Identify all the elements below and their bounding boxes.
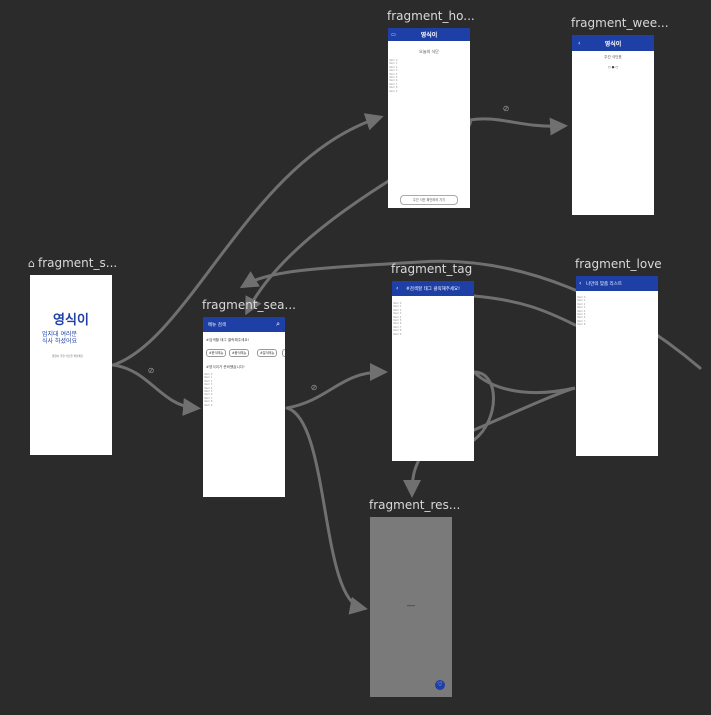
tag-chip[interactable]: #일식메뉴 <box>257 349 278 357</box>
fragment-love-title: fragment_love <box>575 257 662 271</box>
fragment-tag-title: fragment_tag <box>391 262 473 276</box>
splash-tagline: 엄지대 여러분 식사 하셨어요 <box>42 331 78 345</box>
back-icon[interactable]: ‹ <box>579 280 582 287</box>
fragment-home-title: fragment_ho... <box>387 9 475 23</box>
edge-love-tag <box>470 370 576 442</box>
search-tag-heading: #검색할 태그 클릭해주세요! <box>206 338 250 342</box>
search-appbar-title: 메뉴 검색 <box>208 322 226 328</box>
tag-item-list[interactable]: Item 0 Item 1 Item 2 Item 3 Item 4 Item … <box>393 302 402 336</box>
weekly-menu-button[interactable]: 주간 식단 확인하러 가기 <box>400 195 458 205</box>
search-recommend-heading: #영식이가 준비했습니다! <box>206 365 245 369</box>
tag-appbar: ‹ #검색할 태그 클릭해주세요! <box>392 281 474 296</box>
love-appbar-title: 나만의 맞춤 리스트 <box>586 281 622 287</box>
edge-tag-love <box>472 294 577 327</box>
action-icon-3: ⊘ <box>310 383 318 392</box>
tag-chip[interactable]: #한식메뉴 <box>206 349 227 357</box>
home-icon: ⌂ <box>28 257 35 270</box>
weekly-appbar-title: 영식이 <box>604 40 622 48</box>
home-meal-list[interactable]: Item 0 Item 1 Item 2 Item 3 Item 4 Item … <box>389 59 398 93</box>
home-appbar: ▭ 영식이 <box>388 28 470 41</box>
edge-search-result <box>285 406 368 615</box>
edge-search-tag <box>285 363 388 410</box>
fragment-tag-screen[interactable]: ‹ #검색할 태그 클릭해주세요! Item 0 Item 1 Item 2 I… <box>392 281 474 461</box>
weekly-page-indicator: ○ ● ○ <box>607 65 619 69</box>
action-icon-1: ⊘ <box>147 366 155 375</box>
back-icon[interactable]: ‹ <box>396 285 399 292</box>
fragment-splash-title: ⌂fragment_s... <box>28 256 118 270</box>
menu-icon[interactable]: ▭ <box>391 31 396 38</box>
result-placeholder: — <box>406 601 416 611</box>
love-appbar: ‹ 나만의 맞춤 리스트 <box>576 276 658 291</box>
back-icon[interactable]: ‹ <box>578 39 581 47</box>
search-appbar: 메뉴 검색 ⌕ <box>203 317 285 332</box>
fragment-love-screen[interactable]: ‹ 나만의 맞춤 리스트 Item 0 Item 1 Item 2 Item 3… <box>576 276 658 456</box>
edge-home-weekly <box>468 117 568 136</box>
action-icon-2: ⊘ <box>502 104 510 113</box>
tag-appbar-title: #검색할 태그 클릭해주세요! <box>406 286 460 292</box>
search-result-list[interactable]: Item 0 Item 1 Item 2 Item 3 Item 4 Item … <box>204 373 213 407</box>
weekly-heading: 주간 식단표 <box>604 55 622 59</box>
tag-chip[interactable]: # <box>282 349 285 357</box>
fragment-splash-screen[interactable]: 영식이 엄지대 여러분 식사 하셨어요 영양사 추천 식단을 확인해요 <box>30 275 112 455</box>
splash-logo: 영식이 <box>53 313 89 328</box>
favorite-heart-icon[interactable]: ♡ <box>435 680 445 690</box>
fragment-weekly-title: fragment_wee... <box>571 16 669 30</box>
fragment-search-title: fragment_sea... <box>202 298 296 312</box>
tag-chip[interactable]: #중식메뉴 <box>229 349 250 357</box>
search-icon[interactable]: ⌕ <box>276 320 280 328</box>
fragment-result-screen[interactable]: — ♡ <box>370 517 452 697</box>
fragment-result-title: fragment_res... <box>369 498 461 512</box>
edge-tag-result <box>403 460 422 498</box>
fragment-home-screen[interactable]: ▭ 영식이 오늘의 식단 Item 0 Item 1 Item 2 Item 3… <box>388 28 470 208</box>
search-tag-chips: #한식메뉴 #중식메뉴 #일식메뉴 # <box>206 349 285 357</box>
fragment-weekly-screen[interactable]: ‹ 영식이 주간 식단표 ○ ● ○ <box>572 35 654 215</box>
fragment-search-screen[interactable]: 메뉴 검색 ⌕ #검색할 태그 클릭해주세요! #한식메뉴 #중식메뉴 #일식메… <box>203 317 285 497</box>
love-item-list[interactable]: Item 0 Item 1 Item 2 Item 3 Item 4 Item … <box>577 296 586 327</box>
splash-subtitle: 영양사 추천 식단을 확인해요 <box>52 355 84 358</box>
weekly-appbar: ‹ 영식이 <box>572 35 654 51</box>
home-heading: 오늘의 식단 <box>419 49 439 54</box>
home-appbar-title: 영식이 <box>420 32 438 39</box>
